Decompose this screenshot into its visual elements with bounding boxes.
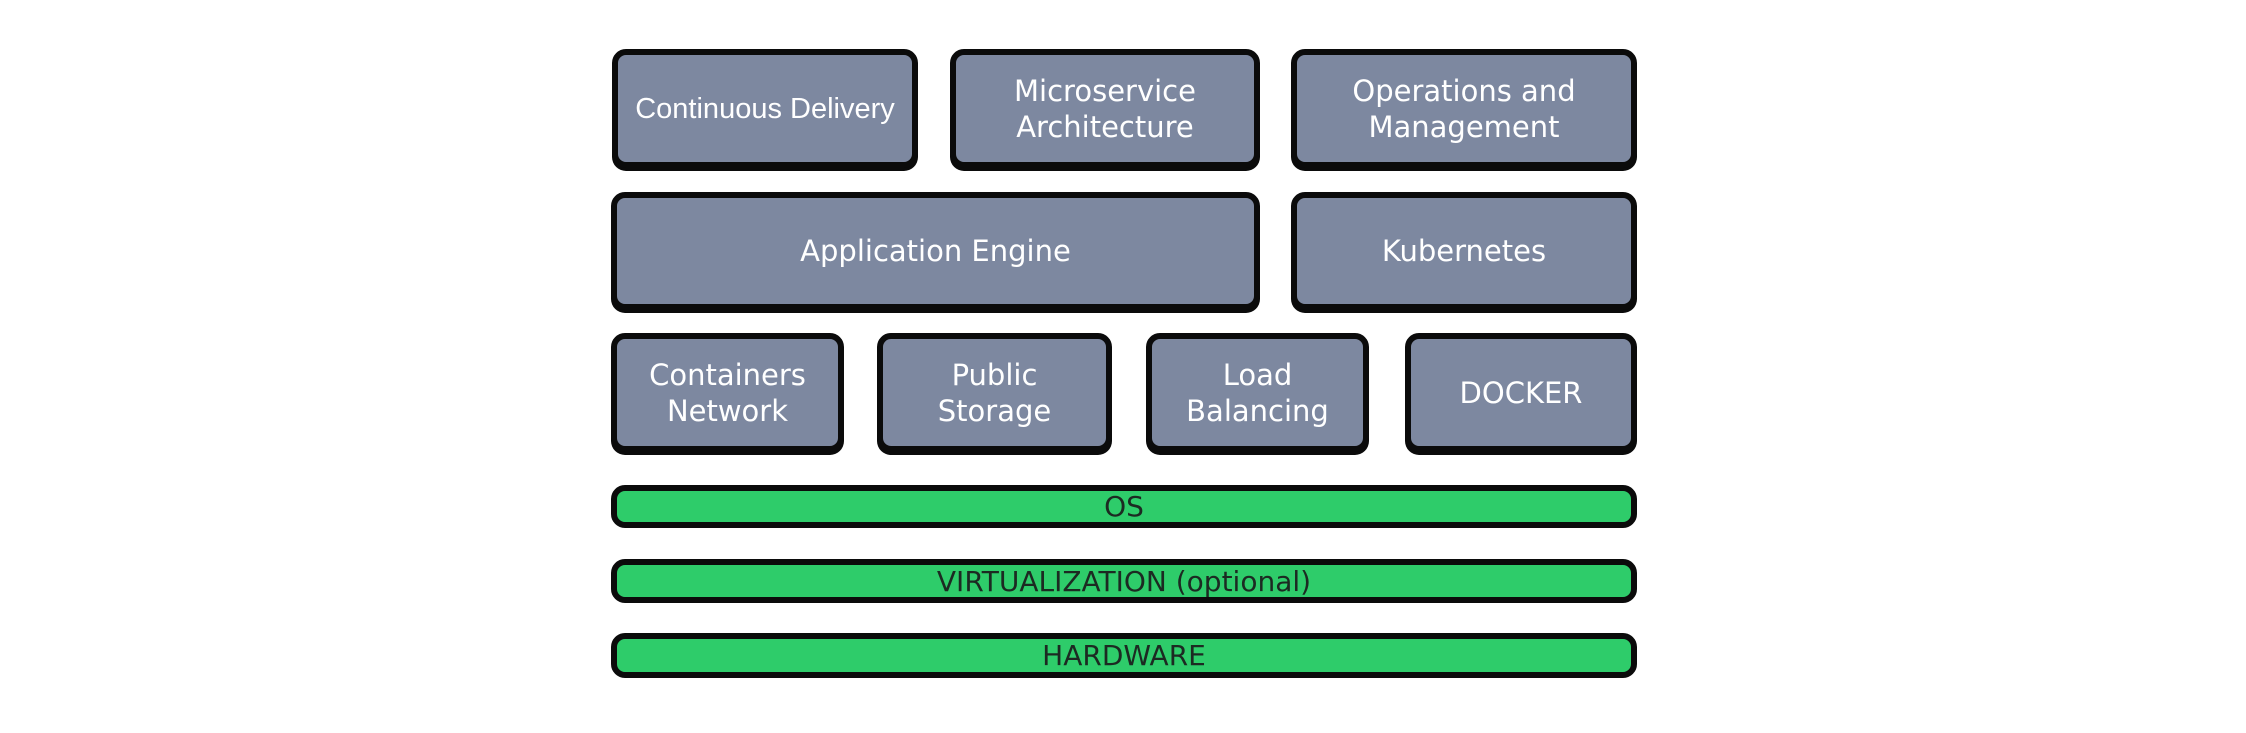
block-label: Operations and Management	[1352, 73, 1576, 144]
public-storage-block: Public Storage	[877, 333, 1112, 452]
block-label: Containers Network	[649, 357, 806, 428]
microservice-architecture-block: Microservice Architecture	[950, 49, 1260, 168]
block-label: Microservice Architecture	[1014, 73, 1196, 144]
operations-management-block: Operations and Management	[1291, 49, 1637, 168]
virtualization-layer-bar: VIRTUALIZATION (optional)	[611, 559, 1637, 603]
block-label: Kubernetes	[1381, 234, 1547, 268]
continuous-delivery-block: Continuous Delivery	[612, 49, 918, 168]
kubernetes-block: Kubernetes	[1291, 192, 1637, 310]
docker-block: DOCKER	[1405, 333, 1637, 452]
block-label: Continuous Delivery	[635, 92, 895, 125]
bar-label: OS	[1104, 490, 1144, 523]
containers-network-block: Containers Network	[611, 333, 844, 452]
block-label: Application Engine	[800, 234, 1071, 268]
load-balancing-block: Load Balancing	[1146, 333, 1369, 452]
bar-label: VIRTUALIZATION (optional)	[936, 564, 1312, 598]
bar-label: HARDWARE	[1042, 639, 1206, 672]
block-label: Load Balancing	[1186, 357, 1329, 428]
block-label: DOCKER	[1459, 375, 1583, 410]
application-engine-block: Application Engine	[611, 192, 1260, 310]
os-layer-bar: OS	[611, 485, 1637, 528]
block-label: Public Storage	[937, 357, 1052, 428]
hardware-layer-bar: HARDWARE	[611, 633, 1637, 678]
